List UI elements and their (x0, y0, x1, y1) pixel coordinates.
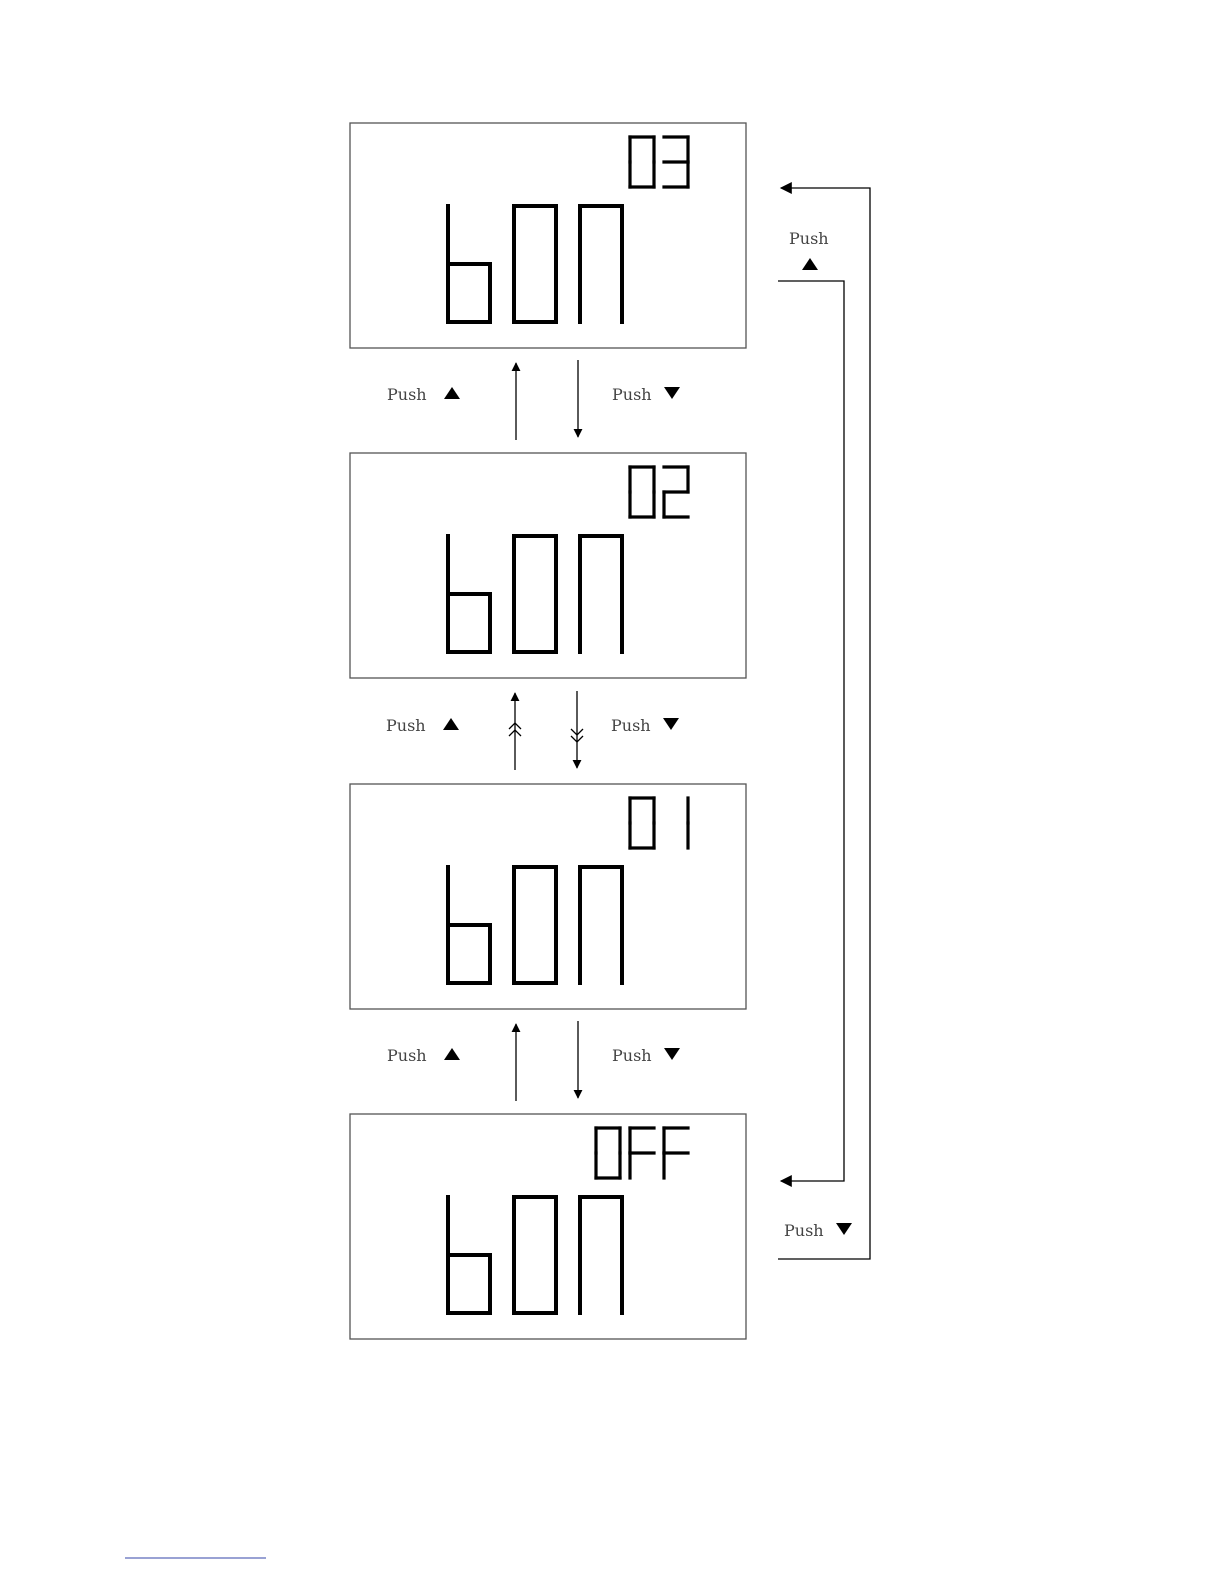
lcd-frame (350, 1114, 746, 1339)
svg-text:Push: Push (386, 716, 426, 735)
up-triangle-icon (443, 718, 459, 730)
svg-text:Push: Push (784, 1221, 824, 1240)
svg-text:Push: Push (789, 229, 829, 248)
down-triangle-icon (663, 718, 679, 730)
svg-text:Push: Push (612, 385, 652, 404)
push-up-label-03-02: Push (387, 385, 460, 404)
down-triangle-icon (664, 1048, 680, 1060)
push-up-label-01-off: Push (387, 1046, 460, 1065)
push-down-label-02-01: Push (611, 716, 679, 735)
push-down-label-03-02: Push (612, 385, 680, 404)
lcd-readout-text: 03 bON (354, 134, 357, 136)
lcd-screen-off: OFF bON (350, 1114, 746, 1339)
svg-text:Push: Push (387, 1046, 427, 1065)
push-down-label-wrap: Push (784, 1221, 852, 1240)
lcd-screen-03: 03 bON (350, 123, 746, 348)
push-down-label-01-off: Push (612, 1046, 680, 1065)
loop-down-off-to-03 (778, 188, 870, 1259)
up-triangle-icon (444, 1048, 460, 1060)
push-up-label-02-01: Push (386, 716, 459, 735)
wrap-around-transitions (778, 188, 870, 1259)
svg-text:Push: Push (612, 1046, 652, 1065)
svg-text:Push: Push (387, 385, 427, 404)
lcd-readout-text: 02 bON (354, 464, 357, 466)
lcd-readout-text: 01 bON (354, 795, 357, 797)
push-up-label-wrap: Push (789, 229, 829, 270)
svg-text:Push: Push (611, 716, 651, 735)
up-triangle-icon (444, 387, 460, 399)
push-labels: Push Push Push Push Push Push Push P (386, 229, 852, 1240)
up-triangle-icon (802, 258, 818, 270)
lcd-readout-text: OFF bON (354, 1125, 358, 1127)
lcd-screen-01: 01 bON (350, 784, 746, 1009)
loop-up-03-to-off (778, 281, 844, 1181)
lcd-screen-02: 02 bON (350, 453, 746, 678)
down-triangle-icon (836, 1223, 852, 1235)
down-triangle-icon (664, 387, 680, 399)
